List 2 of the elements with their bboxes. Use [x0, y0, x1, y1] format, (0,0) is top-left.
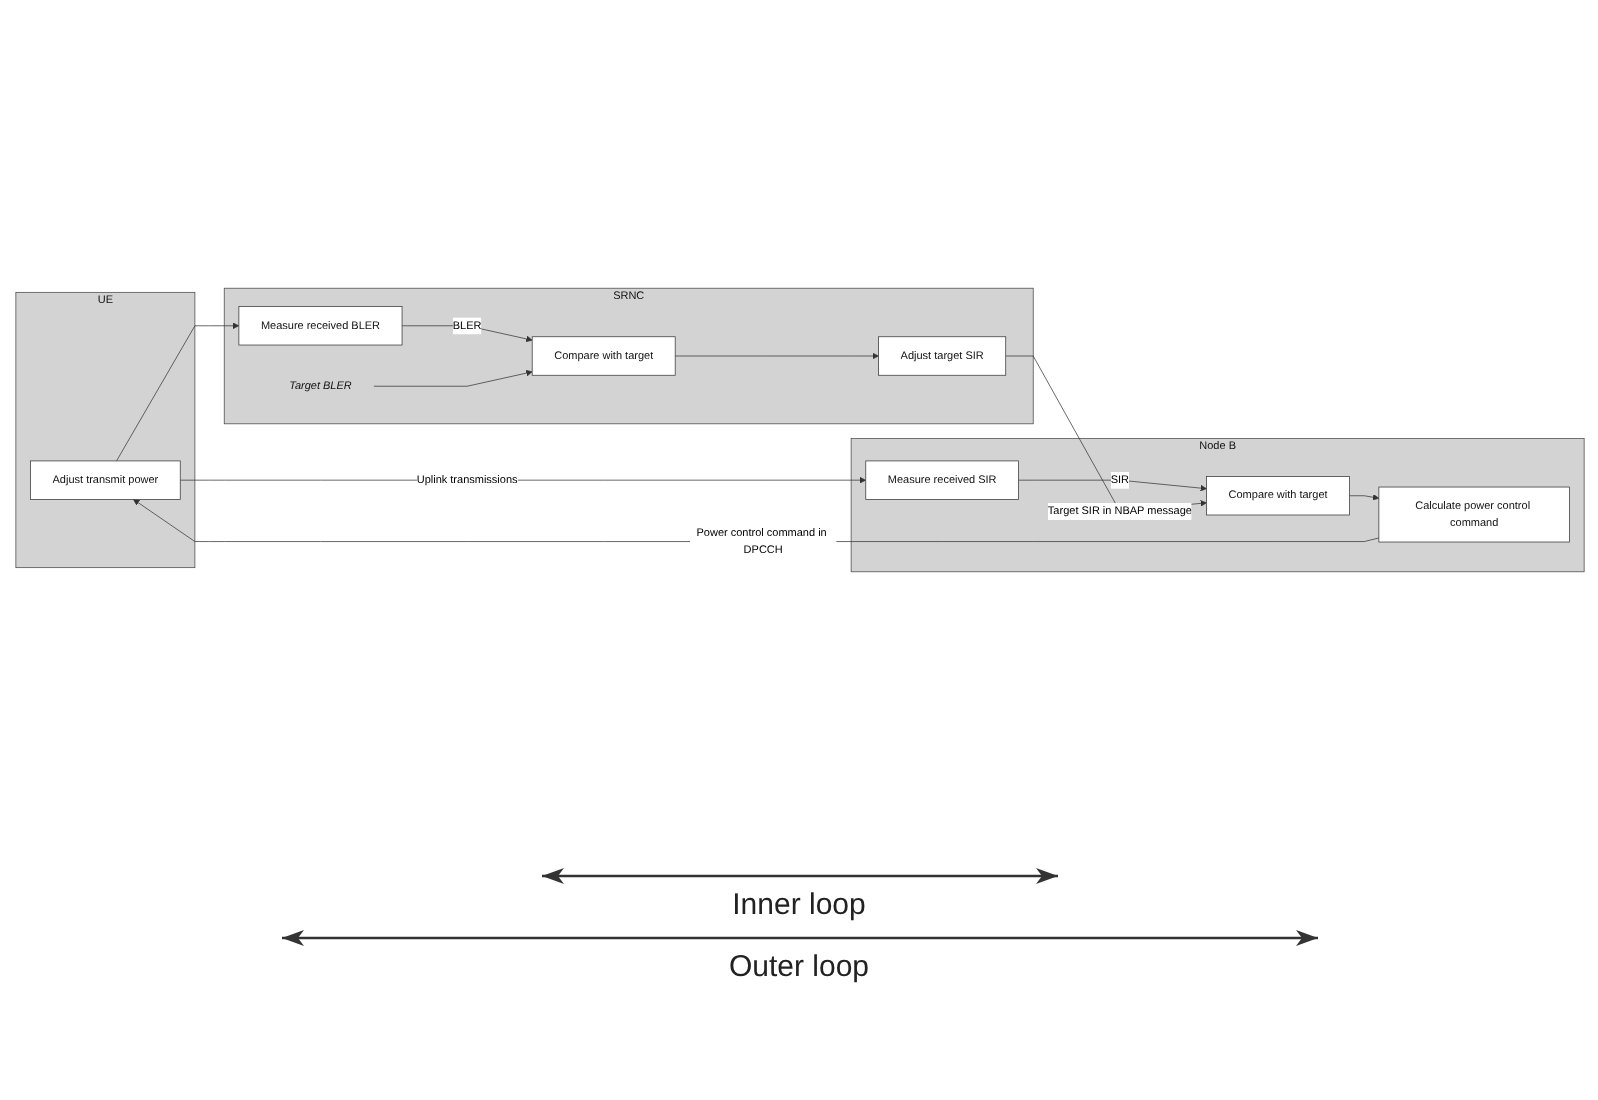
loop-label: Inner loop: [732, 888, 866, 922]
loop-label: Outer loop: [728, 950, 870, 984]
